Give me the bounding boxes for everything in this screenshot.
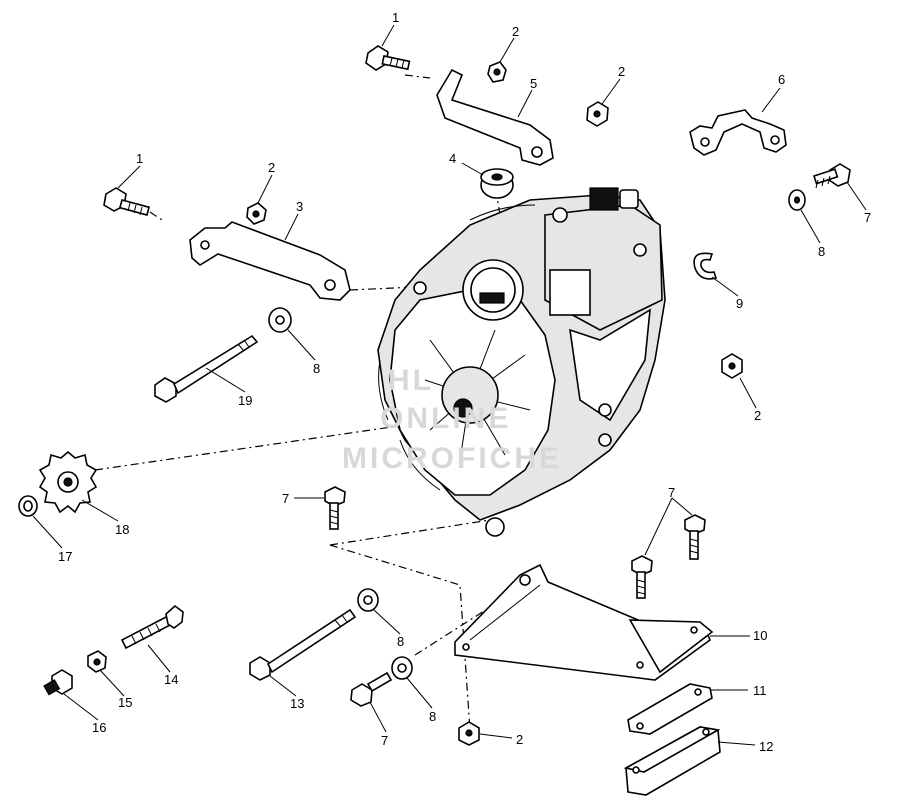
watermark-line-2: ONLINE bbox=[380, 402, 511, 435]
nut-part-2-a bbox=[487, 61, 507, 83]
sprocket-part-18 bbox=[38, 450, 98, 514]
plate-part-10 bbox=[454, 563, 714, 681]
callout-8-right: 8 bbox=[818, 244, 825, 259]
callout-6: 6 bbox=[778, 72, 785, 87]
nut-part-2-c bbox=[246, 202, 267, 225]
callouts: 1 2 5 2 6 4 1 2 3 7 8 9 8 19 2 18 17 7 7… bbox=[58, 10, 871, 754]
callout-11: 11 bbox=[753, 683, 767, 698]
callout-14: 14 bbox=[164, 672, 178, 687]
nut-part-15 bbox=[87, 650, 107, 673]
fitting-part-16 bbox=[43, 669, 73, 696]
bracket-part-5 bbox=[436, 68, 554, 166]
nut-part-2-e bbox=[458, 721, 480, 746]
callout-18: 18 bbox=[115, 522, 129, 537]
callout-5: 5 bbox=[530, 76, 537, 91]
clip-part-9 bbox=[693, 252, 718, 280]
bracket-part-6 bbox=[689, 109, 787, 156]
stud-part-14 bbox=[120, 604, 184, 650]
callout-7-bottom: 7 bbox=[381, 733, 388, 748]
bolt-part-7-mid bbox=[631, 555, 653, 599]
bolt-part-1-left bbox=[103, 187, 151, 216]
callout-16: 16 bbox=[92, 720, 106, 735]
bolt-part-1-top bbox=[365, 45, 411, 71]
callout-2-left: 2 bbox=[268, 160, 275, 175]
watermark-line-3: MICROFICHE bbox=[342, 442, 562, 475]
callout-17: 17 bbox=[58, 549, 72, 564]
callout-7-left: 7 bbox=[282, 491, 289, 506]
callout-12: 12 bbox=[759, 739, 773, 754]
callout-2-bottom: 2 bbox=[516, 732, 523, 747]
callout-2-right: 2 bbox=[754, 408, 761, 423]
watermark-line-1: HL bbox=[388, 364, 434, 397]
gearbox-housing bbox=[377, 187, 666, 537]
callout-4: 4 bbox=[449, 151, 456, 166]
callout-10: 10 bbox=[753, 628, 767, 643]
washer-part-8-a bbox=[788, 189, 806, 211]
callout-15: 15 bbox=[118, 695, 132, 710]
callout-8-bottom: 8 bbox=[429, 709, 436, 724]
watermark: HL ONLINE MICROFICHE bbox=[342, 364, 562, 475]
callout-8-mid: 8 bbox=[397, 634, 404, 649]
ring-part-17 bbox=[18, 495, 38, 517]
bolt-part-13 bbox=[249, 608, 357, 681]
nut-part-2-d bbox=[721, 353, 743, 379]
callout-13: 13 bbox=[290, 696, 304, 711]
bolt-part-7-right bbox=[812, 163, 851, 189]
nut-part-2-b bbox=[586, 101, 609, 127]
callout-8-left: 8 bbox=[313, 361, 320, 376]
washer-part-8-b bbox=[268, 307, 292, 333]
leader-lines bbox=[32, 24, 867, 746]
callout-7-right: 7 bbox=[864, 210, 871, 225]
callout-1-top: 1 bbox=[392, 10, 399, 25]
block-part-12 bbox=[623, 726, 721, 796]
callout-2-top: 2 bbox=[512, 24, 519, 39]
bracket-part-3 bbox=[189, 221, 351, 301]
callout-2-right-top: 2 bbox=[618, 64, 625, 79]
callout-7-mid: 7 bbox=[668, 485, 675, 500]
callout-19: 19 bbox=[238, 393, 252, 408]
callout-1-left: 1 bbox=[136, 151, 143, 166]
callout-9: 9 bbox=[736, 296, 743, 311]
washer-part-8-c bbox=[357, 588, 379, 612]
pad-part-11 bbox=[627, 683, 713, 735]
bolt-part-7-mid2 bbox=[684, 514, 706, 560]
bolt-part-7-bottom bbox=[350, 671, 393, 707]
washer-part-8-d bbox=[391, 656, 413, 680]
bolt-part-19 bbox=[154, 334, 259, 403]
spacer-part-4 bbox=[480, 168, 514, 199]
bolt-part-7-left bbox=[324, 486, 346, 530]
callout-3: 3 bbox=[296, 199, 303, 214]
